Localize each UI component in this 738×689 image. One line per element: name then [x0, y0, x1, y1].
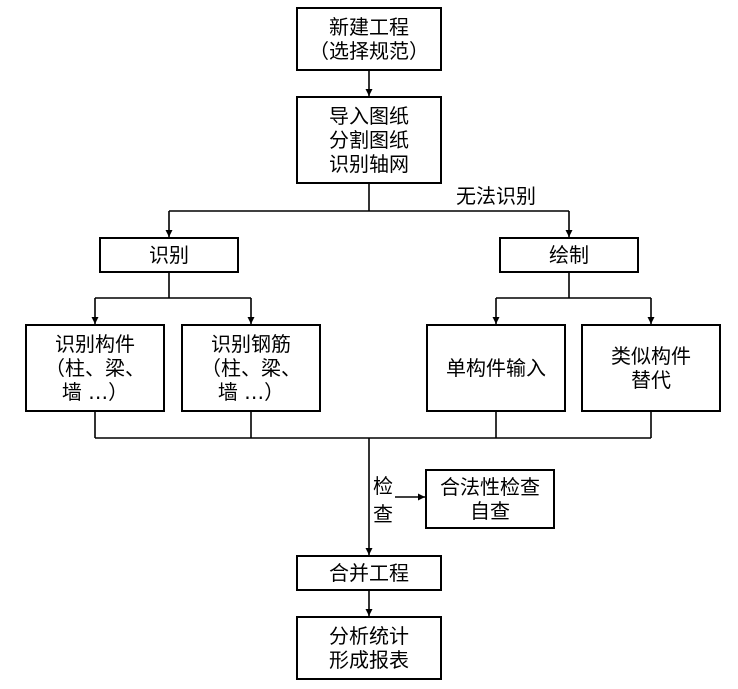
node-box: [181, 324, 321, 412]
edge-label-check: 查: [373, 502, 393, 526]
node-label: 分析统计: [329, 624, 409, 648]
node-box: [296, 616, 442, 680]
node-recog-rebar: 识别钢筋（柱、梁、墙 …）: [181, 324, 321, 412]
node-label: 识别: [149, 243, 189, 267]
node-box: [425, 469, 555, 529]
node-label: 新建工程: [329, 15, 409, 39]
node-label: 形成报表: [329, 648, 409, 672]
node-recog-member: 识别构件（柱、梁、墙 …）: [25, 324, 165, 412]
node-box: [581, 324, 721, 412]
node-label: 识别钢筋: [211, 332, 291, 356]
node-label: 绘制: [549, 243, 589, 267]
node-label: 墙 …）: [62, 380, 128, 404]
node-new-project: 新建工程（选择规范）: [296, 7, 442, 71]
node-label: 识别构件: [55, 332, 135, 356]
nodes: 新建工程（选择规范）导入图纸分割图纸识别轴网识别绘制识别构件（柱、梁、墙 …）识…: [25, 7, 721, 680]
node-box: [426, 324, 566, 412]
edges: [91, 70, 655, 616]
node-label: 导入图纸: [329, 104, 409, 128]
node-single-input: 单构件输入: [426, 324, 566, 412]
node-box: [296, 555, 442, 591]
node-label: 合法性检查: [440, 475, 540, 499]
node-label: 合并工程: [329, 561, 409, 585]
node-label: 单构件输入: [446, 356, 546, 380]
node-box: [499, 237, 639, 273]
edge-label-cannot-recognize: 无法识别: [456, 184, 536, 208]
node-label: 分割图纸: [329, 128, 409, 152]
node-label: （柱、梁、: [45, 356, 145, 380]
node-merge: 合并工程: [296, 555, 442, 591]
node-label: 识别轴网: [329, 152, 409, 176]
node-label: 自查: [470, 499, 510, 523]
node-label: （柱、梁、: [201, 356, 301, 380]
node-recognize: 识别: [99, 237, 239, 273]
node-box: [99, 237, 239, 273]
node-label: 墙 …）: [218, 380, 284, 404]
node-label: 类似构件: [611, 344, 691, 368]
node-label: 替代: [631, 368, 671, 392]
node-box: [296, 96, 442, 184]
node-draw: 绘制: [499, 237, 639, 273]
edge-label-check: 检: [373, 474, 393, 498]
node-label: （选择规范）: [309, 39, 429, 63]
node-box: [25, 324, 165, 412]
node-box: [296, 7, 442, 71]
